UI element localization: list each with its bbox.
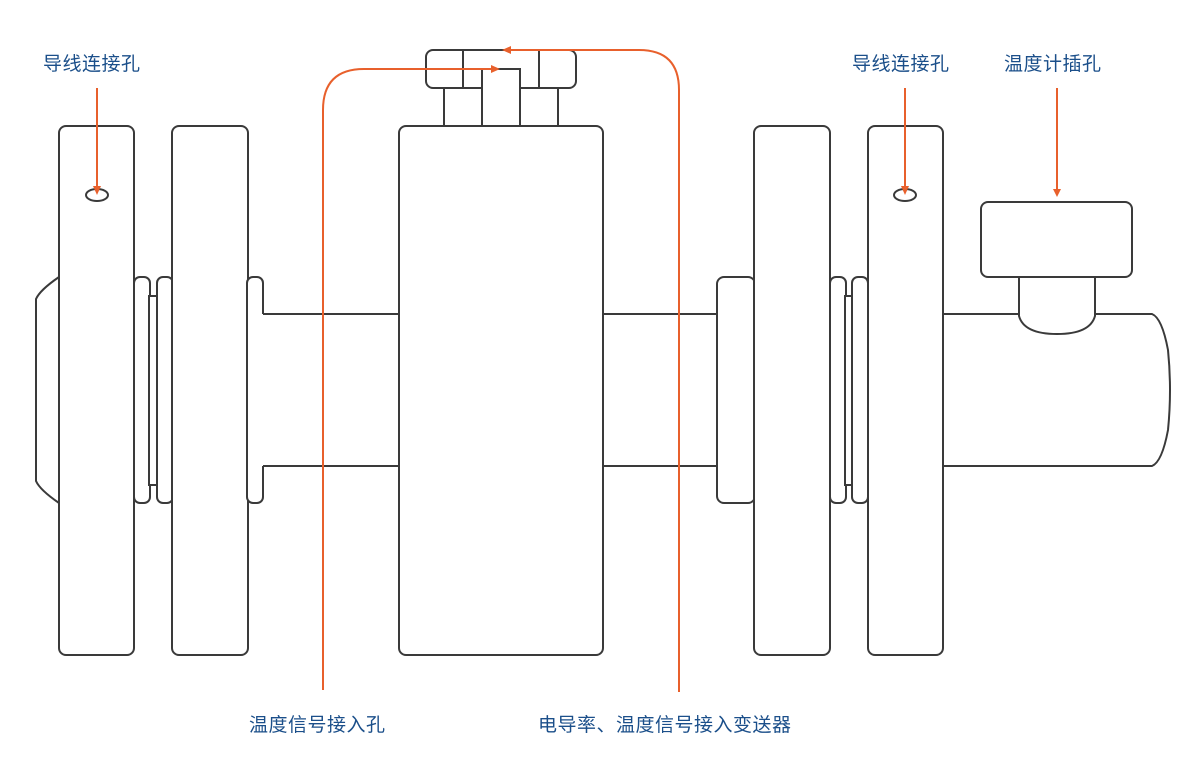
right-gasket-outer xyxy=(829,276,847,504)
arrow-icon xyxy=(502,46,511,54)
label-transmitter-inlet: 电导率、温度信号接入变送器 xyxy=(538,714,792,736)
leader-transmitter-inlet xyxy=(502,46,680,692)
left-flange-outer xyxy=(58,125,135,656)
left-flange-inner xyxy=(171,125,249,656)
right-gasket-outer-2 xyxy=(851,276,869,504)
label-thermometer-socket: 温度计插孔 xyxy=(1004,53,1102,75)
thermometer-neck xyxy=(1018,275,1096,336)
connector-base-left xyxy=(443,86,483,127)
arrow-icon xyxy=(901,186,909,195)
left-gasket-inner xyxy=(148,295,158,486)
leader-wire-hole-left xyxy=(93,88,101,195)
thermometer-socket xyxy=(980,201,1133,278)
label-wire-hole-left: 导线连接孔 xyxy=(43,53,141,75)
left-end-boss xyxy=(35,275,60,505)
right-collar xyxy=(716,276,756,504)
right-flange-inner xyxy=(753,125,831,656)
left-gasket-outer xyxy=(133,276,151,504)
label-temp-signal-inlet: 温度信号接入孔 xyxy=(249,714,386,736)
connector-pin xyxy=(481,68,521,127)
label-wire-hole-right: 导线连接孔 xyxy=(852,53,950,75)
right-outlet-pipe xyxy=(941,313,1171,467)
right-flange-outer xyxy=(867,125,944,656)
connector-base-right xyxy=(519,86,559,127)
left-pipe-cover xyxy=(262,314,402,466)
left-collar xyxy=(246,276,264,504)
right-pipe xyxy=(603,314,719,466)
arrow-icon xyxy=(491,65,500,73)
arrow-icon xyxy=(1053,189,1061,197)
leader-temp-signal-inlet xyxy=(322,65,500,690)
left-gasket-outer-2 xyxy=(156,276,174,504)
leader-wire-hole-right xyxy=(901,88,909,195)
arrow-icon xyxy=(93,186,101,195)
main-body xyxy=(398,125,604,656)
leader-thermometer-socket xyxy=(1053,88,1061,197)
